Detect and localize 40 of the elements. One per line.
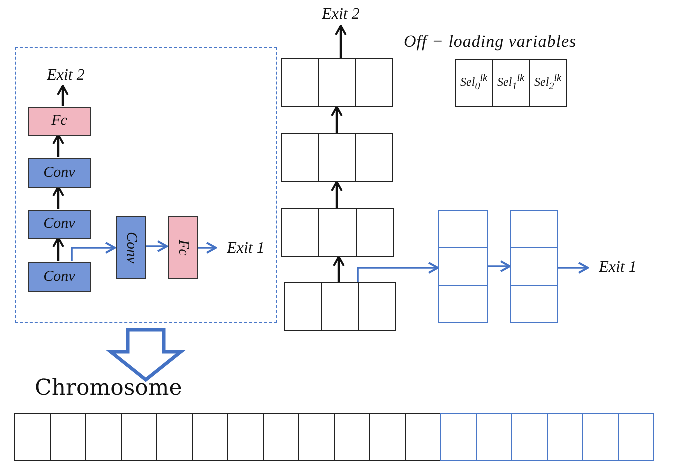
exit-label: Exit 2: [310, 4, 372, 26]
arrow: [52, 186, 64, 209]
arrow: [331, 181, 343, 208]
node-label: Fc: [174, 240, 192, 256]
fc-layer-box: [168, 216, 198, 279]
arrow: [52, 134, 64, 157]
arrow: [488, 260, 511, 272]
arrow: [357, 262, 439, 282]
gene-block: [510, 210, 558, 323]
hollow-arrow: [106, 328, 186, 382]
arrow: [331, 106, 343, 133]
arrow: [335, 25, 347, 58]
exit-label: Exit 1: [588, 257, 648, 279]
arrow: [197, 242, 217, 254]
conv-layer-box: [28, 158, 91, 188]
exit-label: Exit 1: [217, 238, 275, 260]
arrow: [558, 262, 589, 274]
dashed-group-box: [15, 47, 277, 323]
node-label: Conv: [122, 232, 140, 264]
exit-label: Exit 2: [37, 65, 95, 87]
arrow: [71, 242, 116, 261]
arrow: [57, 85, 69, 106]
node-label: Fc: [52, 113, 68, 130]
gene-block: [281, 208, 394, 257]
conv-layer-box: [28, 262, 91, 292]
fc-layer-box: [28, 107, 91, 136]
node-label: Conv: [44, 164, 76, 182]
conv-layer-box: [116, 216, 146, 279]
node-label: Conv: [44, 268, 76, 286]
chromosome-heading: Chromosome: [35, 376, 182, 401]
arrow: [52, 237, 64, 261]
arrow: [145, 240, 168, 252]
arrow: [333, 256, 345, 282]
table-heading: Off − loading variables: [404, 32, 577, 52]
gene-block: [281, 58, 393, 107]
gene-block: [438, 210, 488, 323]
node-label: Conv: [44, 216, 76, 233]
gene-block: [284, 282, 396, 331]
gene-block: [281, 133, 393, 182]
conv-layer-box: [28, 210, 91, 239]
